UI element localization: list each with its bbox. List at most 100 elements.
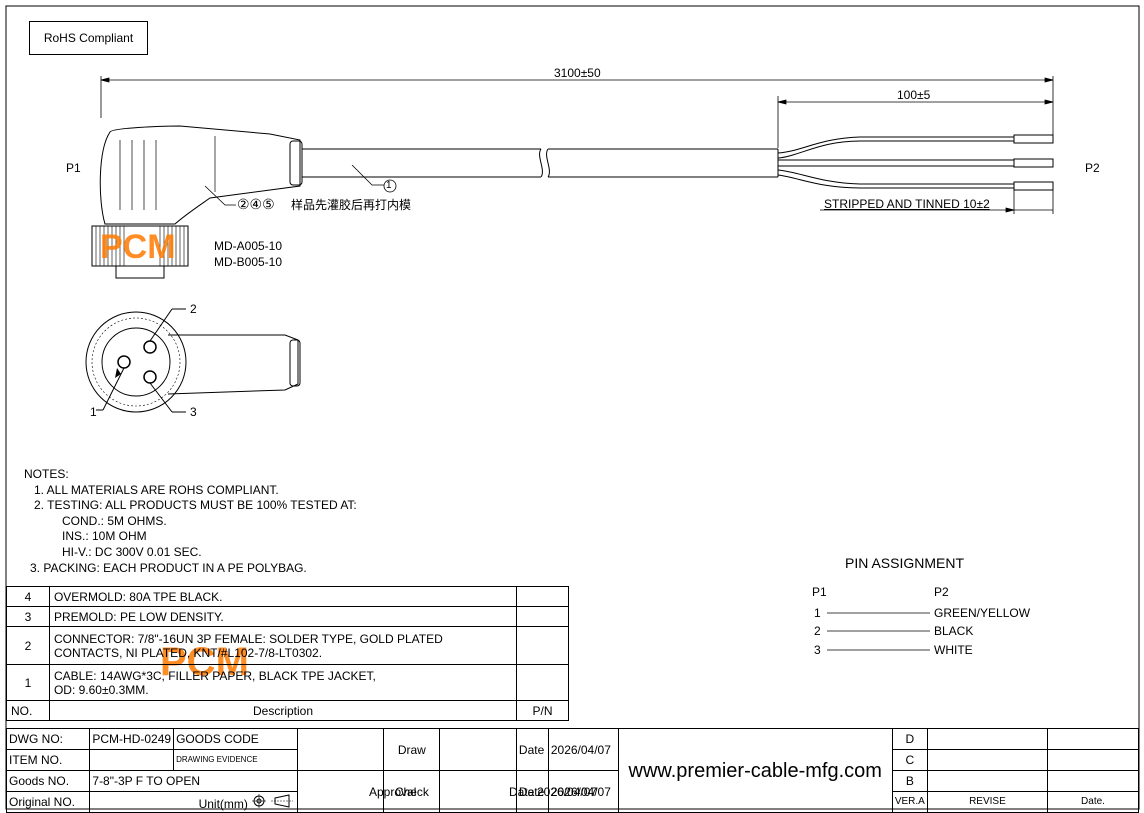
approval-label: Approval [369, 785, 417, 799]
draw-signature [439, 728, 517, 771]
bom-header-no: NO. [6, 700, 50, 721]
unit-cell: Unit(mm) [89, 791, 299, 813]
unit-label: Unit(mm) [198, 796, 248, 811]
bom-description: CONNECTOR: 7/8"-16UN 3P FEMALE: SOLDER T… [48, 626, 518, 665]
bill-of-materials: 4 OVERMOLD: 80A TPE BLACK. 3 PREMOLD: PE… [6, 586, 569, 721]
rev-date-cell [1046, 749, 1140, 771]
bom-header-pn: P/N [516, 700, 569, 721]
leaders [204, 164, 397, 206]
blank-cell [297, 770, 385, 813]
goods-code-value [297, 728, 385, 771]
bom-row: 1 CABLE: 14AWG*3C, FILLER PAPER, BLACK T… [6, 664, 569, 701]
date-label: Date [509, 785, 535, 799]
title-row: Original NO. Unit(mm) VER.A REVISE Date. [5, 791, 1140, 813]
goods-code-label: GOODS CODE [173, 728, 299, 750]
rev-letter: D [891, 728, 928, 750]
strip-length-dimension: 100±5 [897, 88, 931, 102]
pin-p2-value: GREEN/YELLOW [934, 606, 1031, 620]
item-no-label: ITEM NO. [5, 749, 91, 771]
pin-p1-value: 1 [814, 606, 821, 620]
draw-label: Draw [383, 728, 441, 771]
rev-date-cell [1046, 728, 1140, 750]
goods-no-value: 7-8"-3P F TO OPEN [89, 770, 299, 792]
connector-front-view [85, 308, 301, 413]
notes-block: NOTES: 1. ALL MATERIALS ARE ROHS COMPLIA… [24, 467, 357, 576]
overall-dimension [100, 76, 1054, 140]
drawing-evidence-label: DRAWING EVIDENCE [173, 749, 299, 771]
check-date: 2026/04/07 [547, 770, 619, 813]
pin-col-p2: P2 [934, 585, 949, 599]
bom-no: 1 [6, 664, 50, 701]
wires [777, 134, 1054, 191]
bom-description: PREMOLD: PE LOW DENSITY. [48, 606, 518, 627]
title-row: Goods NO. 7-8"-3P F TO OPEN Check Date 2… [5, 770, 1140, 813]
pin-callout-2: 2 [190, 302, 197, 316]
title-row: DWG NO: PCM-HD-0249 GOODS CODE Draw Date… [5, 728, 1140, 813]
strip-dimension [777, 96, 1054, 214]
bom-no: 3 [6, 606, 50, 627]
draw-date: 2026/04/07 [547, 728, 619, 771]
item-no-value [89, 749, 175, 771]
note-line: 1. ALL MATERIALS ARE ROHS COMPLIANT. [34, 482, 279, 497]
bom-pn [516, 626, 569, 665]
original-no-label: Original NO. [5, 791, 91, 813]
stripped-note: STRIPPED AND TINNED 10±2 [824, 197, 990, 211]
bom-header-description: Description [48, 700, 518, 721]
model-code-b: MD-B005-10 [214, 255, 283, 269]
bom-row: 4 OVERMOLD: 80A TPE BLACK. [6, 586, 569, 607]
date-col-label: Date. [1046, 791, 1140, 813]
bom-no: 4 [6, 586, 50, 607]
pin-callout-3: 3 [190, 405, 197, 419]
bom-row: 2 CONNECTOR: 7/8"-16UN 3P FEMALE: SOLDER… [6, 626, 569, 665]
rev-revise-cell [926, 770, 1048, 792]
pin-p1-value: 2 [814, 624, 821, 638]
note-line: 3. PACKING: EACH PRODUCT IN A PE POLYBAG… [30, 560, 307, 575]
date-label: Date [515, 770, 549, 813]
pin-p1-value: 3 [814, 643, 821, 657]
callout-cable: 1 [386, 180, 392, 191]
rohs-label: RoHS Compliant [29, 21, 148, 55]
ver-label: VER.A [891, 791, 928, 813]
bom-header: NO. Description P/N [6, 700, 569, 721]
rev-revise-cell [926, 749, 1048, 771]
connector-side-view [91, 125, 303, 279]
note-line: INS.: 10M OHM [62, 529, 147, 544]
bom-pn [516, 606, 569, 627]
pin-assignment-lines [827, 612, 930, 651]
note-line: 2. TESTING: ALL PRODUCTS MUST BE 100% TE… [34, 498, 357, 513]
pin-col-p1: P1 [812, 585, 827, 599]
model-code-a: MD-A005-10 [214, 239, 283, 253]
end-label-p1: P1 [66, 161, 81, 175]
projection-symbol-icon [251, 793, 295, 811]
process-note: 样品先灌胶后再打内模 [291, 198, 412, 212]
bom-description: OVERMOLD: 80A TPE BLACK. [48, 586, 518, 607]
notes-title: NOTES: [24, 467, 69, 481]
bom-description: CABLE: 14AWG*3C, FILLER PAPER, BLACK TPE… [48, 664, 518, 701]
goods-no-label: Goods NO. [5, 770, 91, 792]
callout-connector: ②④⑤ [237, 196, 275, 212]
pin-p2-value: WHITE [934, 643, 973, 657]
pin-callout-1: 1 [90, 405, 97, 419]
company-website: www.premier-cable-mfg.com [617, 728, 893, 813]
title-row: ITEM NO. DRAWING EVIDENCE C [5, 749, 1140, 771]
rev-letter: C [891, 749, 928, 771]
check-signature [439, 770, 517, 813]
bom-pn [516, 664, 569, 701]
pcm-logo-watermark: PCM [100, 228, 176, 266]
bom-pn [516, 586, 569, 607]
rev-revise-cell [926, 728, 1048, 750]
pin-p2-value: BLACK [934, 624, 974, 638]
cable [302, 148, 779, 178]
approval-date: 2026/04/07 [537, 785, 598, 799]
title-block: DWG NO: PCM-HD-0249 GOODS CODE Draw Date… [5, 728, 1140, 813]
bom-no: 2 [6, 626, 50, 665]
pin-assignment-title: PIN ASSIGNMENT [845, 555, 965, 571]
date-label: Date [515, 728, 549, 771]
dwg-no-value: PCM-HD-0249 [89, 728, 175, 750]
revise-label: REVISE [926, 791, 1048, 813]
rev-date-cell [1046, 770, 1140, 792]
overall-length-dimension: 3100±50 [554, 66, 601, 80]
end-label-p2: P2 [1085, 161, 1100, 175]
check-label: Check [383, 770, 441, 813]
